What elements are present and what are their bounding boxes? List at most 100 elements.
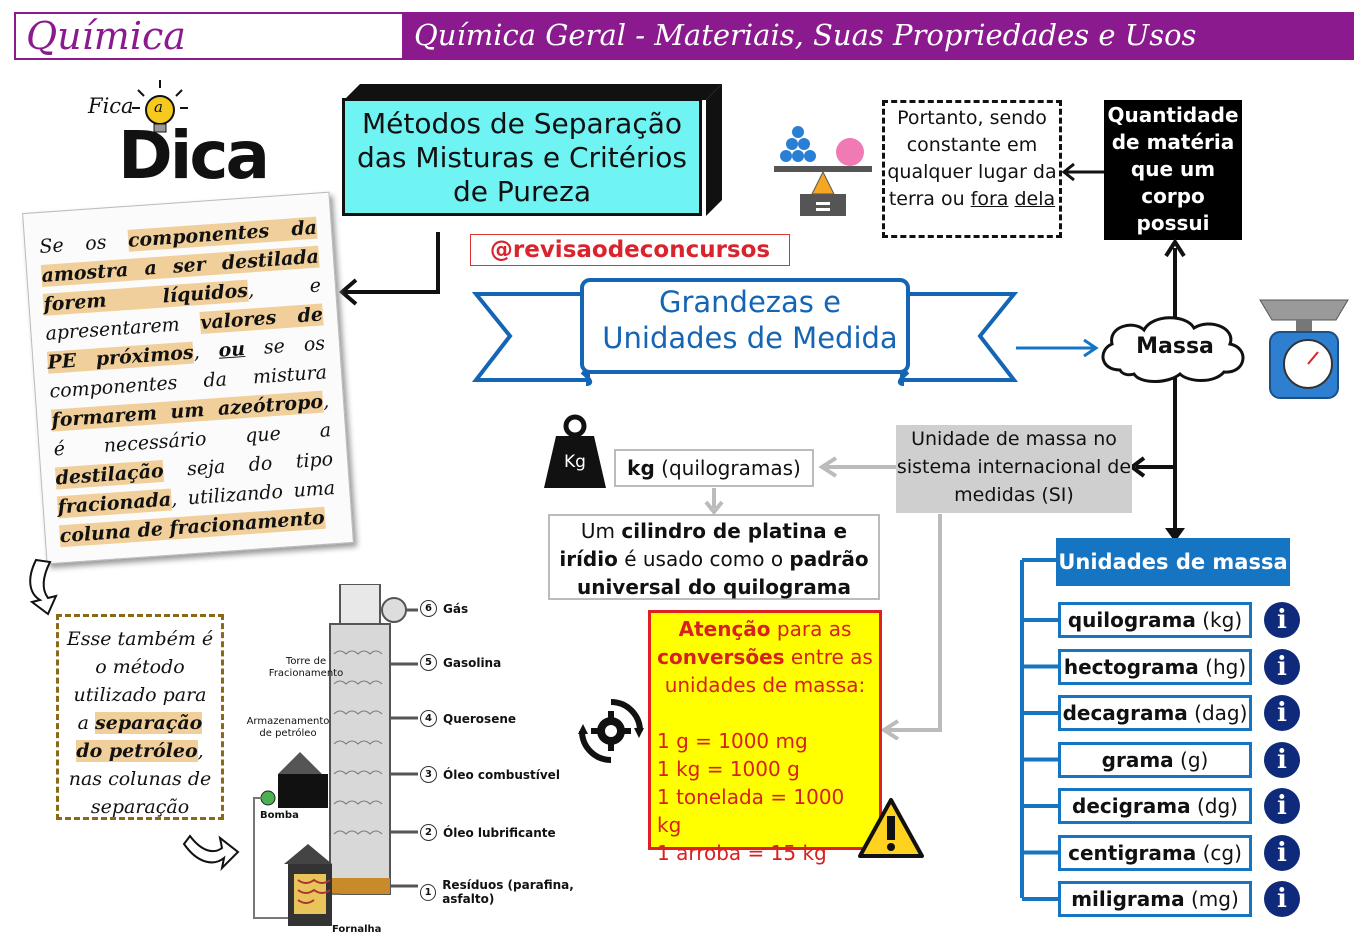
tower-output-label: Gás: [443, 601, 469, 616]
petroleum-note-text: Esse também é o método utilizado para a: [66, 628, 214, 734]
note-highlight: fracionada: [56, 488, 172, 519]
info-icon[interactable]: i: [1264, 788, 1300, 824]
info-icon[interactable]: i: [1264, 834, 1300, 871]
fractionation-tower-diagram: Torre de Fracionamento Armazenamento de …: [240, 584, 620, 940]
petroleum-note-highlight: separação do petróleo: [76, 712, 203, 762]
info-icon[interactable]: i: [1264, 695, 1300, 731]
tower-output-number: 2: [420, 824, 437, 841]
info-icon[interactable]: i: [1264, 741, 1300, 778]
furnace-label: Fornalha: [332, 924, 382, 935]
tower-output-label: Querosene: [443, 711, 517, 726]
attention-box: Atenção para as conversões entre as unid…: [648, 610, 882, 865]
unit-name: miligrama: [1071, 887, 1185, 911]
page-title: Química Geral - Materiais, Suas Propried…: [404, 12, 1354, 60]
fica-a-dica-logo: Fica a Dica: [80, 76, 270, 196]
subject-header: Química: [14, 12, 404, 60]
si-unit-box: Unidade de massa no sistema internaciona…: [896, 425, 1132, 513]
units-header: Unidades de massa: [1056, 538, 1290, 586]
note-text: Se os: [38, 229, 129, 259]
massa-cloud: [1101, 316, 1245, 383]
note-text: , utilizando uma: [170, 477, 336, 511]
arrow-to-constant-note: [1061, 162, 1104, 182]
tower-output-number: 1: [420, 883, 437, 901]
kg-weight-icon: [544, 414, 606, 488]
info-icon[interactable]: i: [1264, 648, 1300, 685]
tower-drawing: [253, 584, 418, 926]
attention-text-1: para as: [770, 617, 852, 641]
info-icon[interactable]: i: [1264, 602, 1300, 638]
methods-box: Métodos de Separação das Misturas e Crit…: [342, 98, 702, 216]
tower-label: Torre de Fracionamento: [268, 656, 344, 679]
tower-output-label: Óleo combustível: [443, 767, 560, 782]
massa-label: Massa: [1136, 334, 1214, 359]
constant-note-text: Portanto, sendo constante em qualquer lu…: [887, 107, 1057, 210]
distillation-note: Se os componentes da amostra a ser desti…: [22, 191, 354, 565]
right-arrow-icon: [182, 834, 240, 872]
balance-scale-icon: [774, 126, 872, 216]
petroleum-note: Esse também é o método utilizado para a …: [56, 614, 224, 820]
kitchen-scale-icon: [1259, 299, 1349, 399]
tower-output-number: 3: [420, 766, 437, 783]
tower-output-label: Gasolina: [443, 655, 502, 670]
kg-weight-label: Kg: [564, 452, 586, 472]
unit-symbol: (kg): [1202, 608, 1243, 632]
kg-box: kg (quilogramas): [614, 449, 814, 487]
unit-item: hectograma (hg): [1058, 648, 1252, 685]
unit-symbol: (g): [1180, 747, 1209, 772]
cyl-text-2: é usado como o: [617, 547, 790, 571]
unit-symbol: (dag): [1194, 701, 1248, 725]
unit-name: decagrama: [1062, 701, 1188, 725]
note-text: ou: [217, 337, 246, 362]
unit-item: decagrama (dag): [1058, 695, 1252, 731]
note-highlight: destilação: [54, 459, 165, 490]
tower-output-label: Resíduos (parafina, asfalto): [442, 878, 574, 906]
dica-text: Dica: [118, 117, 270, 194]
kg-box-rest: (quilogramas): [654, 456, 801, 480]
conversion-line: 1 tonelada = 1000 kg: [657, 785, 845, 837]
units-tree-lines: [1020, 558, 1058, 901]
unit-name: decigrama: [1072, 794, 1191, 818]
tower-output: 2 Óleo lubrificante: [420, 824, 556, 841]
unit-item: centigrama (cg): [1058, 834, 1252, 871]
unit-name: quilograma: [1067, 608, 1196, 632]
arrow-to-si-box: [1128, 456, 1174, 478]
constant-note-underline-1: fora: [970, 188, 1009, 210]
conversion-line: 1 kg = 1000 g: [657, 757, 800, 781]
unit-name: centigrama: [1068, 840, 1197, 865]
ribbon-banner: [471, 278, 1019, 386]
info-icon[interactable]: i: [1264, 881, 1300, 917]
petroleum-note-text-end: , nas colunas de separação: [68, 740, 212, 818]
pump-label: Bomba: [260, 810, 299, 821]
note-text: seja do tipo: [162, 448, 334, 482]
arrow-to-note: [338, 232, 440, 306]
conversion-gear-icon: [578, 699, 644, 763]
a-text: a: [154, 98, 163, 116]
lightbulb-icon: [132, 80, 188, 133]
arrow-to-massa: [1016, 338, 1099, 358]
social-handle: @revisaodeconcursos: [470, 234, 790, 266]
unit-item: decigrama (dg): [1058, 788, 1252, 824]
constant-note: Portanto, sendo constante em qualquer lu…: [882, 100, 1062, 238]
tower-output: 3 Óleo combustível: [420, 766, 560, 783]
unit-symbol: (hg): [1205, 654, 1247, 679]
attention-heading: Atenção para as conversões entre as unid…: [657, 615, 873, 699]
unit-symbol: (dg): [1196, 794, 1238, 818]
unit-symbol: (mg): [1190, 887, 1239, 911]
tower-output-label: Óleo lubrificante: [443, 825, 556, 840]
tower-output: 1 Resíduos (parafina, asfalto): [420, 878, 620, 906]
tower-output: 4 Querosene: [420, 710, 516, 727]
conversion-line: 1 g = 1000 mg: [657, 729, 808, 753]
tower-output-number: 4: [420, 710, 437, 727]
down-arrow-icon: [29, 558, 58, 616]
attention-bold-1: Atenção: [678, 617, 771, 641]
unit-symbol: (cg): [1202, 840, 1242, 865]
platinum-cylinder-box: Um cilindro de platina e irídio é usado …: [548, 514, 880, 600]
attention-bold-2: conversões: [657, 645, 785, 669]
fica-text: Fica: [88, 94, 134, 118]
unit-item: grama (g): [1058, 741, 1252, 778]
unit-name: grama: [1101, 747, 1174, 772]
cyl-text-1: Um: [580, 519, 622, 543]
constant-note-underline-2: dela: [1014, 188, 1056, 210]
